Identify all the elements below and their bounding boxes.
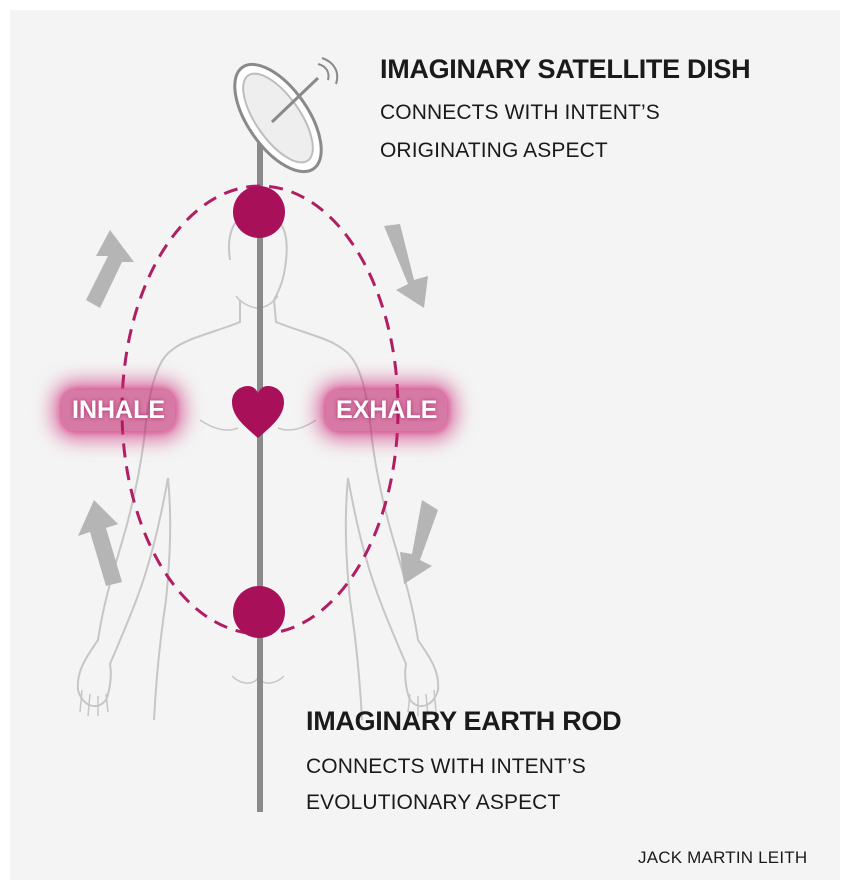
heart-icon	[232, 386, 284, 438]
inhale-label: INHALE	[62, 390, 175, 431]
arrow-down-right-lower-icon	[400, 500, 438, 584]
arrow-up-left-lower-icon	[78, 500, 122, 586]
artist-credit: JACK MARTIN LEITH	[638, 848, 807, 868]
dish-title: IMAGINARY SATELLITE DISH	[380, 54, 750, 85]
dish-line1: CONNECTS WITH INTENT’S	[380, 96, 660, 129]
dish-line2: ORIGINATING ASPECT	[380, 134, 608, 167]
satellite-dish-icon	[218, 50, 338, 186]
crown-point	[233, 186, 285, 238]
rod-line2: EVOLUTIONARY ASPECT	[306, 786, 560, 819]
root-point	[233, 586, 285, 638]
rod-line1: CONNECTS WITH INTENT’S	[306, 750, 586, 783]
rod-title: IMAGINARY EARTH ROD	[306, 706, 621, 737]
arrow-down-right-upper-icon	[384, 224, 428, 308]
arrow-up-left-upper-icon	[86, 230, 134, 308]
exhale-label: EXHALE	[326, 390, 447, 431]
